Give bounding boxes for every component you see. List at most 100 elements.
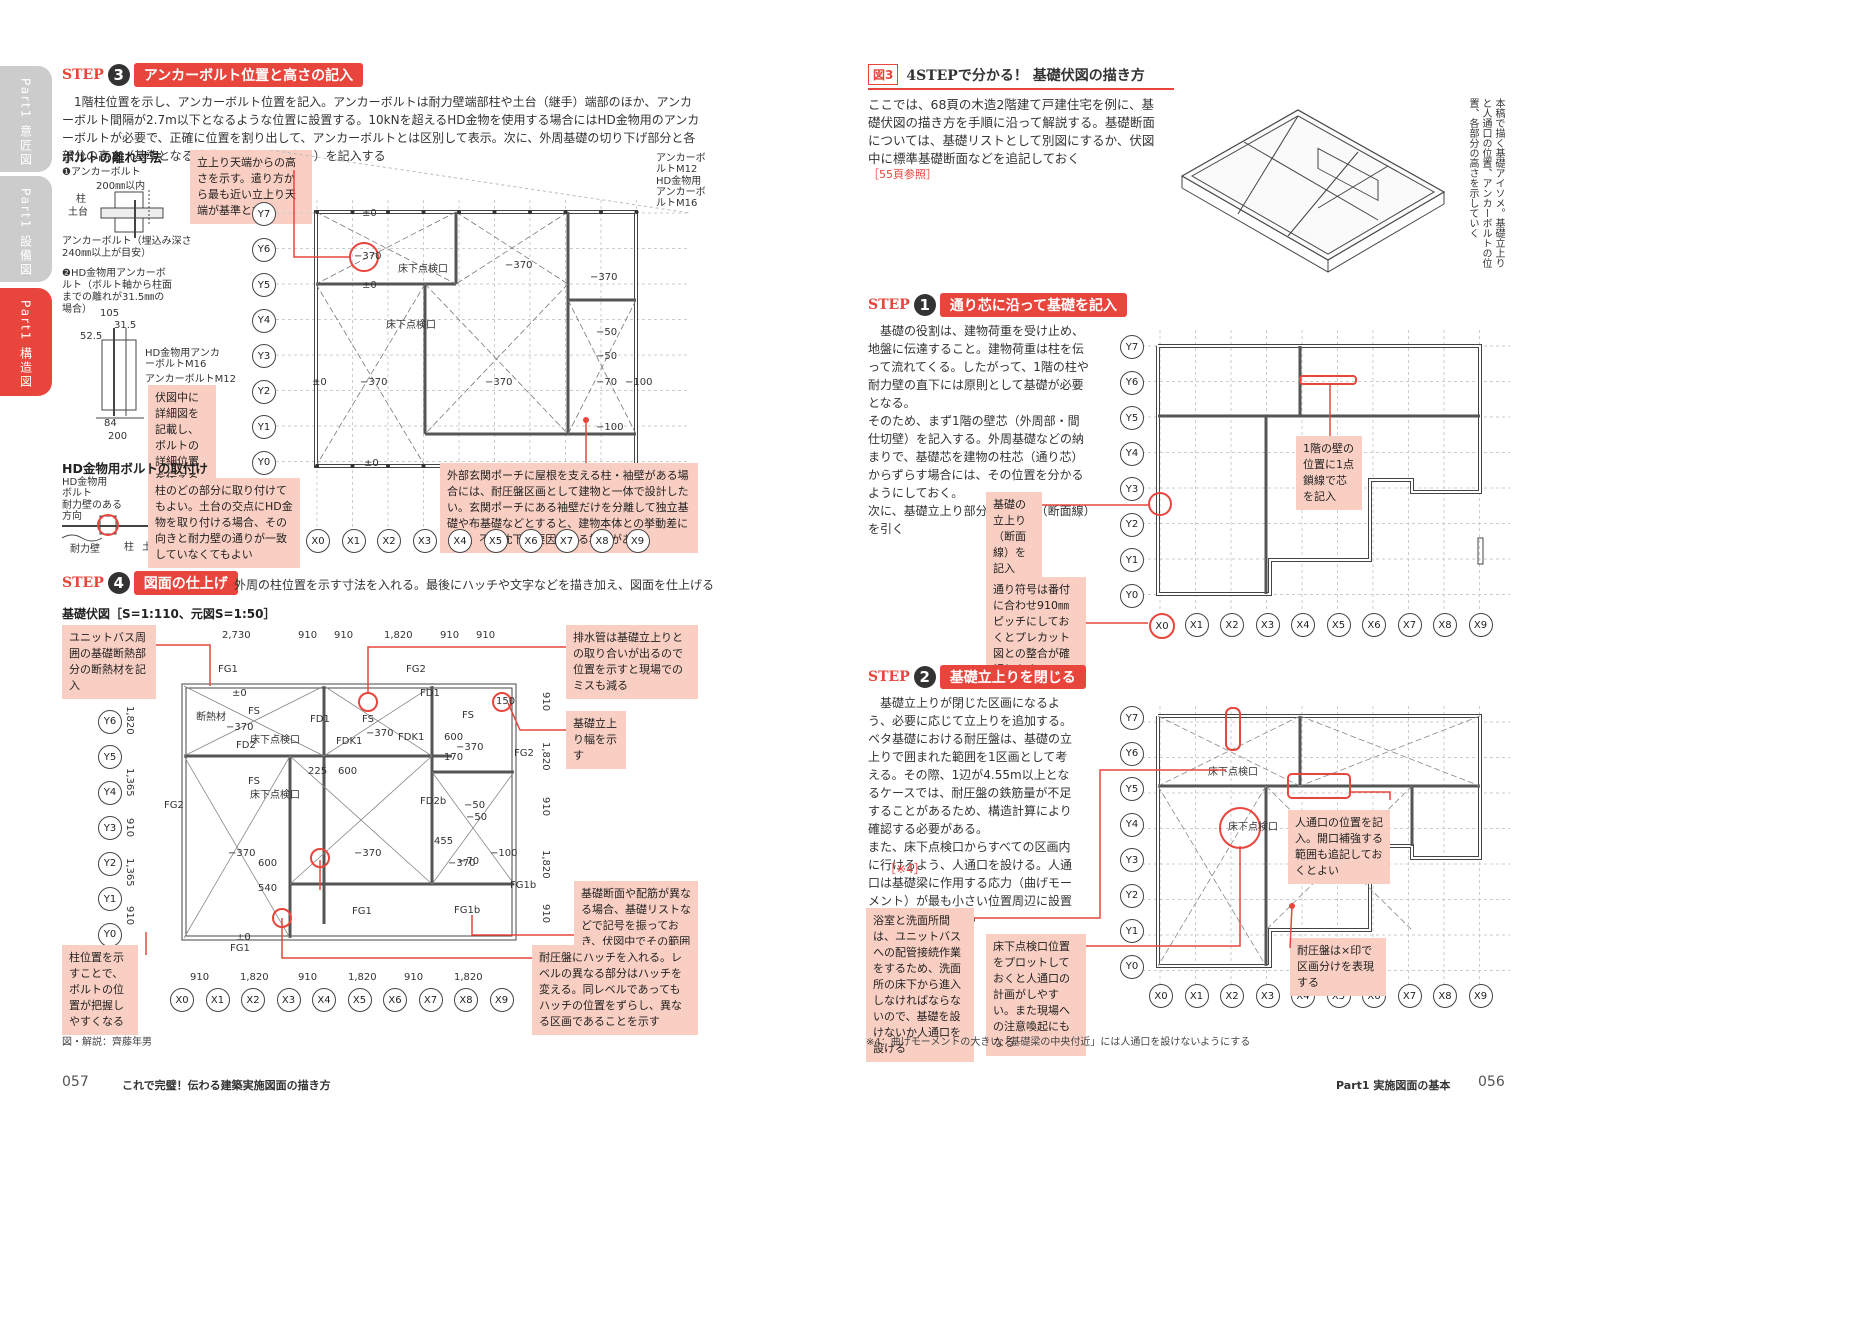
- anchor-bolt-mark: [315, 210, 319, 214]
- step1-body: 基礎の役割は、建物荷重を受け止め、地盤に伝達すること。建物荷重は柱を伝って流れて…: [868, 324, 1090, 536]
- dimension-label: 1,820: [384, 630, 413, 641]
- note-drain: 排水管は基礎立上りとの取り合いが出るので位置を示すと現場でのミスも減る: [566, 625, 698, 699]
- tab-part1-equipment[interactable]: Part1 設備図: [0, 176, 52, 282]
- grid-label-x1: X1: [1184, 984, 1209, 1008]
- grid-label-y0: Y0: [98, 922, 122, 947]
- grid-label-x9: X9: [625, 529, 650, 553]
- bolt-anchor-note: アンカーボルト（埋込み深さ240㎜以上が目安）: [62, 236, 192, 259]
- step2-ref: ［※4］: [884, 862, 926, 876]
- grid-label-x7: X7: [418, 988, 443, 1012]
- dimension-label: 1,365: [124, 768, 135, 797]
- step4-desc: 外周の柱位置を示す寸法を入れる。最後にハッチや文字などを描き加え、図面を仕上げる: [234, 578, 715, 592]
- plan-label: FG2: [514, 748, 534, 759]
- plan-label: −70: [458, 856, 480, 867]
- dim-84: 84: [104, 418, 117, 429]
- dimension-label: 1,820: [240, 972, 269, 983]
- note-porch: 外部玄関ポーチに屋根を支える柱・袖壁がある場合には、耐圧盤区画として建物と一体で…: [440, 463, 698, 553]
- plan-label: −50: [466, 812, 488, 823]
- grid-label-x1: X1: [205, 988, 230, 1012]
- dimension-label: 910: [540, 692, 551, 712]
- plan-level-5: −370: [485, 377, 513, 388]
- anchor-m12-label: アンカーボルトM12: [145, 374, 236, 385]
- anchor-bolt-detail-svg: [100, 190, 164, 238]
- grid-label-y5: Y5: [1120, 406, 1144, 430]
- bolt-200: 200㎜以内: [96, 181, 146, 192]
- step-label: STEP: [868, 297, 910, 313]
- plan-inspection-2: 床下点検口: [386, 320, 436, 331]
- plan-label: FS: [248, 706, 260, 717]
- plan-label: 断熱材: [196, 712, 226, 723]
- hd-wall-label: 耐力壁: [70, 544, 100, 555]
- dimension-label: 1,820: [454, 972, 483, 983]
- dimension-label: 910: [540, 797, 551, 817]
- fig3-badge: 図3: [868, 64, 899, 85]
- grid-label-x5: X5: [1326, 613, 1351, 637]
- grid-label-y7: Y7: [252, 202, 276, 226]
- grid-label-y4: Y4: [252, 308, 276, 333]
- step-number: 4: [107, 572, 130, 594]
- legend-hd: HD金物用アンカーボルトM16: [656, 176, 706, 209]
- bolt-distance-title: ボルトの離れ寸法: [62, 150, 163, 165]
- plan-label: 床下点検口: [250, 735, 300, 746]
- grid-label-x2: X2: [1220, 984, 1244, 1008]
- tab-part1-structure[interactable]: Part1 構造図: [0, 288, 52, 396]
- dim-200: 200: [108, 431, 128, 442]
- credit: 図・解説：齊藤年男: [62, 1037, 152, 1048]
- plan-label: −370: [456, 742, 484, 753]
- grid-label-x4: X4: [448, 529, 472, 553]
- dimension-label: 2,730: [222, 630, 251, 641]
- step-number: 2: [913, 666, 936, 688]
- plan-label: FD2: [236, 740, 256, 751]
- hd-bolt-detail-svg: [96, 328, 144, 419]
- dimension-label: 1,365: [124, 858, 135, 887]
- grid-label-x2: X2: [1220, 613, 1244, 637]
- grid-label-y7: Y7: [1120, 706, 1144, 730]
- grid-label-y3: Y3: [1120, 477, 1144, 501]
- step1-header: STEP 1 通り芯に沿って基礎を記入: [868, 293, 1128, 317]
- step-label: STEP: [868, 669, 910, 685]
- grid-label-y4: Y4: [1120, 441, 1144, 466]
- dimension-label: 1,820: [540, 742, 551, 771]
- step4-plan-title: 基礎伏図［S=1:110、元図S=1:50］: [62, 607, 276, 621]
- plan-label: −50: [464, 800, 486, 811]
- plan-label: FD1: [310, 714, 330, 725]
- grid-label-x3: X3: [1255, 984, 1280, 1008]
- plan-label: FS: [248, 776, 260, 787]
- grid-label-x0: X0: [170, 988, 194, 1012]
- grid-label-y4: Y4: [1120, 812, 1144, 837]
- grid-label-y5: Y5: [98, 745, 122, 769]
- plan-label: 600: [258, 858, 278, 869]
- step2-inspection-2: 床下点検口: [1228, 822, 1278, 833]
- plan-label: FG1: [218, 664, 238, 675]
- dimension-label: 910: [298, 630, 318, 641]
- grid-label-y5: Y5: [252, 273, 276, 297]
- plan-label: 600: [444, 732, 464, 743]
- anchor-bolt-mark: [457, 210, 461, 214]
- fig3-rule: [868, 88, 1174, 90]
- tab-part1-design[interactable]: Part1 意匠図: [0, 66, 52, 172]
- grid-label-x0: X0: [306, 529, 330, 553]
- right-section-title: Part1 実施図面の基本: [1336, 1079, 1451, 1092]
- hd-attach-svg: [62, 514, 152, 542]
- note-inspection-plot: 床下点検口位置をプロットしておくと人通口の計画がしやすい。また現場への注意喚起に…: [986, 934, 1086, 1056]
- note-detail-in-plan: 伏図中に詳細図を記載し、ボルトの詳細位置を伝える: [148, 385, 216, 491]
- grid-label-y2: Y2: [1120, 512, 1144, 537]
- grid-label-y6: Y6: [1120, 370, 1144, 395]
- anchor-bolt-mark: [528, 210, 532, 214]
- plan-level-13: ±0: [364, 458, 379, 469]
- grid-label-y6: Y6: [98, 709, 122, 734]
- anchor-bolt-mark: [315, 464, 319, 468]
- grid-label-x3: X3: [276, 988, 301, 1012]
- note-outline: 基礎の立上り（断面線）を記入: [986, 492, 1042, 582]
- grid-label-x1: X1: [341, 529, 366, 553]
- anchor-bolt-mark: [350, 210, 355, 214]
- bolt-column: 柱: [76, 194, 86, 205]
- bolt-item1: ❶アンカーボルト: [62, 167, 141, 178]
- note-height-reference: 立上り天端からの高さを示す。遣り方から最も近い立上り天端が基準となる: [190, 150, 312, 224]
- grid-label-x0: X0: [1149, 613, 1175, 639]
- grid-label-y1: Y1: [98, 887, 122, 911]
- plan-label: −370: [354, 848, 382, 859]
- fig3-vertical-note: 本稿で描く基礎アイソメ。基礎立上りと人通口の位置、アンカーボルトの位置、各部分の…: [1467, 98, 1504, 268]
- grid-label-x5: X5: [483, 529, 508, 553]
